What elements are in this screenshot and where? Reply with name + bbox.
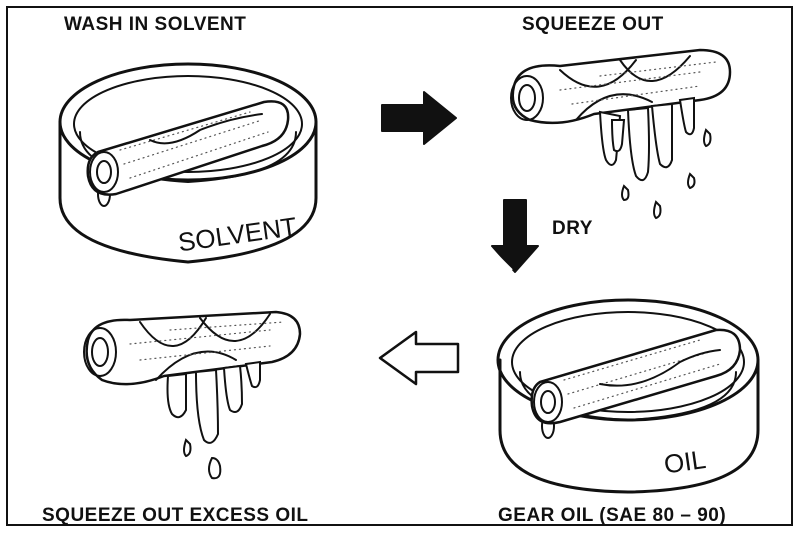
excess-oil-roll bbox=[83, 310, 302, 480]
step-squeeze-label: SQUEEZE OUT bbox=[522, 14, 664, 35]
step-gear-oil-label: GEAR OIL (SAE 80 – 90) bbox=[498, 505, 727, 526]
oil-can: OIL bbox=[496, 298, 760, 494]
oil-text: OIL bbox=[662, 444, 708, 480]
arrow-left-icon bbox=[378, 330, 460, 386]
step-dry-label: DRY bbox=[552, 218, 593, 239]
step-excess-label: SQUEEZE OUT EXCESS OIL bbox=[42, 505, 309, 526]
step-wash-label: WASH IN SOLVENT bbox=[64, 14, 247, 35]
solvent-can: SOLVENT bbox=[58, 62, 318, 264]
arrow-down-icon bbox=[483, 199, 539, 273]
squeeze-roll bbox=[510, 48, 732, 220]
solvent-text: SOLVENT bbox=[176, 211, 299, 257]
arrow-right-icon bbox=[381, 91, 457, 145]
